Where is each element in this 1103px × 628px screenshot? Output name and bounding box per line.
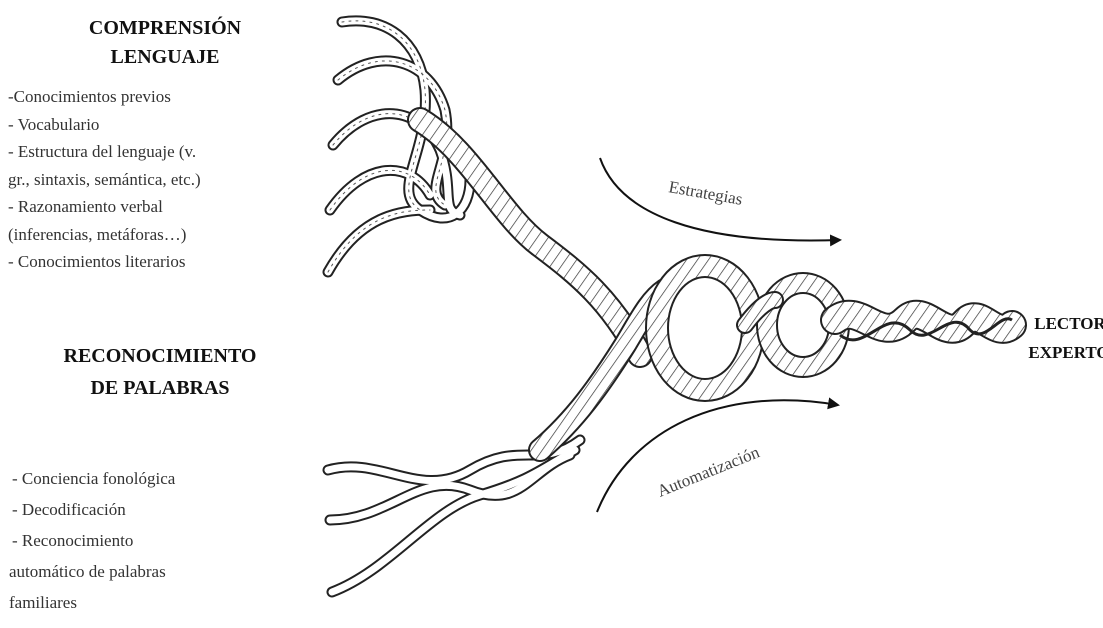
lower-strands [328,440,580,592]
upper-twisted-rope [420,120,640,355]
combined-rope [657,266,1012,390]
estrategias-label: Estrategias [667,177,744,209]
automatizacion-arrow [597,400,838,512]
lector-line1: LECTOR [1020,309,1103,338]
lector-line2: EXPERTO [1018,338,1103,367]
automatizacion-label: Automatización [654,442,762,500]
lector-experto-label: LECTOR EXPERTO [1020,309,1103,367]
